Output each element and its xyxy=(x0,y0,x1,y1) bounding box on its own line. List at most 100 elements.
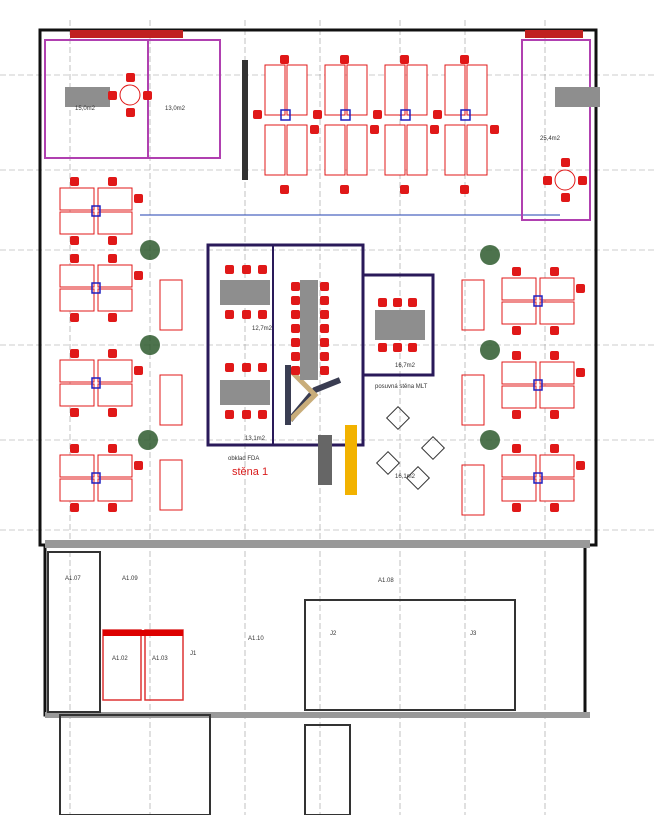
chair xyxy=(70,444,79,453)
room-code: A1.02 xyxy=(112,656,128,662)
plant xyxy=(140,335,160,355)
room-code: A1.10 xyxy=(248,636,264,642)
chair xyxy=(550,326,559,335)
stair-wall xyxy=(47,551,101,713)
power-box xyxy=(280,109,291,121)
chair xyxy=(70,236,79,245)
lounge-table xyxy=(420,435,446,461)
desk xyxy=(97,359,133,383)
room-area: 13,1m2 xyxy=(245,436,266,442)
room-code: A1.07 xyxy=(65,576,81,582)
chair xyxy=(408,298,417,307)
coffee-station xyxy=(345,425,357,495)
chair xyxy=(576,368,585,377)
desk xyxy=(501,385,537,409)
chair xyxy=(320,338,329,347)
desk xyxy=(501,277,537,301)
radiator xyxy=(125,30,183,38)
bottom-band xyxy=(45,712,590,718)
chair xyxy=(373,110,382,119)
office-right-wall xyxy=(521,39,591,221)
desk xyxy=(466,64,488,116)
chair xyxy=(70,408,79,417)
desk xyxy=(97,211,133,235)
desk xyxy=(59,359,95,383)
lift-2 xyxy=(144,629,184,701)
chair xyxy=(550,410,559,419)
room-code: A1.09 xyxy=(122,576,138,582)
desk xyxy=(501,454,537,478)
chair xyxy=(393,343,402,352)
desk xyxy=(346,64,368,116)
desk xyxy=(97,264,133,288)
room-area: 15,0m2 xyxy=(75,106,96,112)
chair xyxy=(134,461,143,470)
chair xyxy=(108,503,117,512)
desk xyxy=(501,478,537,502)
storage-cabinet xyxy=(159,374,183,426)
desk xyxy=(406,64,428,116)
desk xyxy=(97,187,133,211)
chair xyxy=(460,185,469,194)
desk xyxy=(286,64,308,116)
chair xyxy=(70,349,79,358)
chair xyxy=(460,55,469,64)
room-code: J3 xyxy=(470,631,477,637)
room-code: A1.03 xyxy=(152,656,168,662)
desk xyxy=(466,124,488,176)
desk xyxy=(59,383,95,407)
lounge-table xyxy=(405,465,431,491)
room-area: 16,7m2 xyxy=(395,363,416,369)
lower-left-wall xyxy=(59,714,211,815)
chair xyxy=(108,313,117,322)
office-left-wall xyxy=(44,39,221,159)
desk xyxy=(97,383,133,407)
shaft xyxy=(304,724,351,815)
desk xyxy=(539,361,575,385)
hatched-band xyxy=(45,540,590,548)
chair xyxy=(225,310,234,319)
chair xyxy=(400,185,409,194)
chair xyxy=(134,194,143,203)
desk xyxy=(346,124,368,176)
lift-header xyxy=(103,630,183,636)
chair xyxy=(550,503,559,512)
desk xyxy=(384,64,406,116)
labels: 15,0m2 13,0m2 25,4m2 12,7m2 13,1m2 16,7m… xyxy=(65,106,561,662)
chair xyxy=(408,343,417,352)
chair xyxy=(320,366,329,375)
chair xyxy=(291,324,300,333)
chair xyxy=(320,282,329,291)
chair xyxy=(576,461,585,470)
desk xyxy=(539,454,575,478)
power-box xyxy=(533,295,543,307)
desk xyxy=(444,64,466,116)
power-box xyxy=(91,472,101,484)
chair xyxy=(378,298,387,307)
vending-machine xyxy=(318,435,332,485)
desk xyxy=(286,124,308,176)
lounge-table xyxy=(385,405,411,431)
desk xyxy=(59,454,95,478)
chair xyxy=(433,110,442,119)
chair xyxy=(320,310,329,319)
chair xyxy=(108,177,117,186)
chair xyxy=(70,313,79,322)
storage-cabinet xyxy=(461,464,485,516)
desk xyxy=(59,187,95,211)
partition-label: posuvná stěna MLT xyxy=(375,384,428,390)
desk xyxy=(59,264,95,288)
chair xyxy=(512,267,521,276)
desk xyxy=(406,124,428,176)
chair xyxy=(225,363,234,372)
chair xyxy=(253,110,262,119)
chair xyxy=(258,265,267,274)
chair xyxy=(258,310,267,319)
desk xyxy=(539,277,575,301)
chair xyxy=(340,55,349,64)
lift-1 xyxy=(102,629,142,701)
office-desk xyxy=(65,87,110,107)
office-desk xyxy=(555,87,600,107)
chair xyxy=(313,110,322,119)
